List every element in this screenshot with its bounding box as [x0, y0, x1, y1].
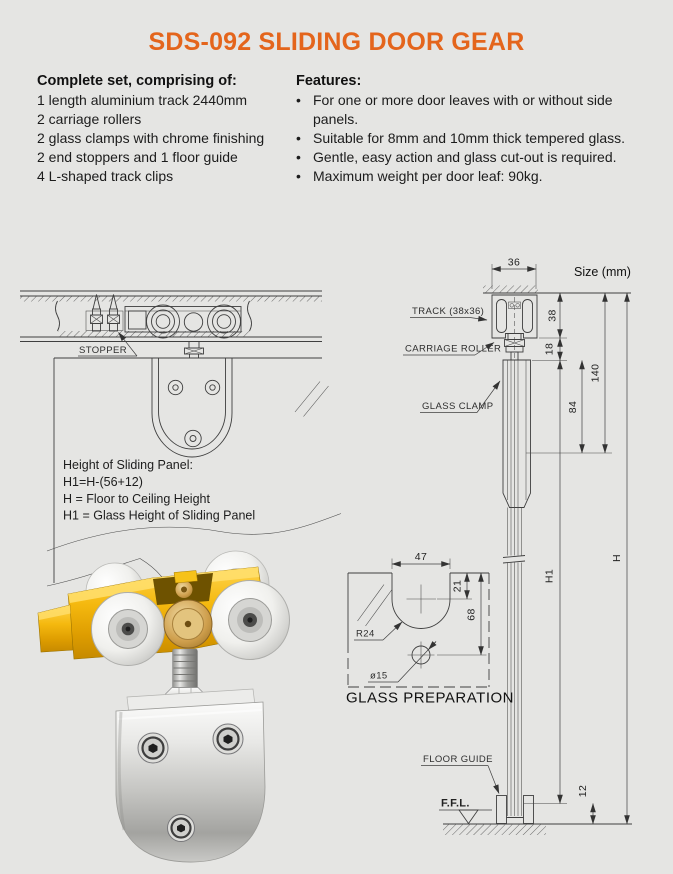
dim-glass-height: H1 [544, 569, 556, 583]
complete-set-item: 2 carriage rollers [37, 111, 142, 127]
clamp-screw [137, 732, 169, 764]
dim-roller-drop: 18 [544, 343, 556, 355]
bullet-icon: • [296, 149, 301, 165]
feature-item: • For one or more door leaves with or wi… [296, 91, 660, 129]
track-profile [491, 294, 538, 359]
size-unit-label: Size (mm) [574, 265, 631, 279]
note-line: Height of Sliding Panel: [63, 458, 193, 472]
glass-clamp-label: GLASS CLAMP [422, 401, 493, 412]
feature-item: • Gentle, easy action and glass cut-out … [296, 148, 660, 167]
note-line: H1 = Glass Height of Sliding Panel [63, 509, 255, 523]
note-line: H1=H-(56+12) [63, 475, 143, 489]
stopper-front-view [85, 294, 124, 332]
complete-set-item: 2 end stoppers and 1 floor guide [37, 149, 238, 165]
ffl-label: F.F.L. [441, 798, 470, 810]
carriage-roller-side-view [124, 304, 242, 359]
bullet-icon: • [296, 130, 301, 146]
radius-label: R24 [356, 629, 375, 640]
carriage-roller-label: CARRIAGE ROLLER [405, 344, 501, 355]
note-line: H = Floor to Ceiling Height [63, 492, 210, 506]
clamp-screw [212, 723, 244, 755]
complete-set-item: 2 glass clamps with chrome finishing [37, 130, 265, 146]
complete-set-item: 1 length aluminium track 2440mm [37, 92, 248, 108]
complete-set-heading: Complete set, comprising of: [37, 73, 237, 89]
product-photo [37, 550, 290, 863]
complete-set-section: Complete set, comprising of: 1 length al… [37, 72, 295, 186]
glass-clamp-photo [115, 688, 266, 863]
dim-track-width: 36 [508, 257, 520, 269]
floor-guide-label: FLOOR GUIDE [423, 754, 493, 765]
elevation-drawing: 36 Size (mm) [403, 257, 632, 835]
glass-section [502, 360, 526, 816]
glass-preparation-drawing: 47 21 68 R24 ø15 GLASS PREPARATION [346, 551, 514, 707]
track-assembly-drawing: STOPPER [20, 290, 342, 597]
dim-head-assembly: 140 [590, 364, 602, 383]
glass-panel-front-view [53, 357, 329, 583]
feature-item-text: Suitable for 8mm and 10mm thick tempered… [313, 130, 626, 146]
floor-guide-section [496, 795, 534, 824]
feature-item-text: Maximum weight per door leaf: 90kg. [313, 168, 543, 184]
feature-item-text: For one or more door leaves with or with… [313, 92, 613, 127]
bullet-icon: • [296, 168, 301, 184]
stopper-leader [78, 332, 138, 357]
dim-center-drop: 21 [452, 580, 464, 592]
features-heading: Features: [296, 73, 362, 89]
feature-item-text: Gentle, easy action and glass cut-out is… [313, 149, 617, 165]
clamp-screw [167, 814, 195, 842]
glass-clamp-section [502, 359, 531, 508]
feature-item: • Maximum weight per door leaf: 90kg. [296, 167, 660, 186]
dim-track-height: 38 [547, 309, 559, 321]
features-section: Features: • For one or more door leaves … [296, 72, 660, 186]
dim-clamp-height: 84 [567, 401, 579, 413]
dim-hole-drop: 68 [466, 608, 478, 620]
page-title: SDS-092 SLIDING DOOR GEAR [148, 28, 525, 56]
hole-diameter-label: ø15 [370, 671, 388, 682]
dim-cutout-width: 47 [415, 551, 427, 563]
glass-preparation-title: GLASS PREPARATION [346, 690, 514, 707]
bullet-icon: • [296, 92, 301, 108]
glass-clamp-front-view [151, 358, 233, 458]
dim-floor-gap: 12 [577, 785, 589, 797]
roller-wheel [210, 580, 290, 660]
stopper-label: STOPPER [79, 345, 127, 356]
track-label: TRACK (38x36) [412, 306, 484, 317]
complete-set-item: 4 L-shaped track clips [37, 168, 174, 184]
feature-item: • Suitable for 8mm and 10mm thick temper… [296, 129, 660, 148]
roller-wheel [91, 592, 165, 666]
dim-total-height: H [611, 554, 623, 562]
